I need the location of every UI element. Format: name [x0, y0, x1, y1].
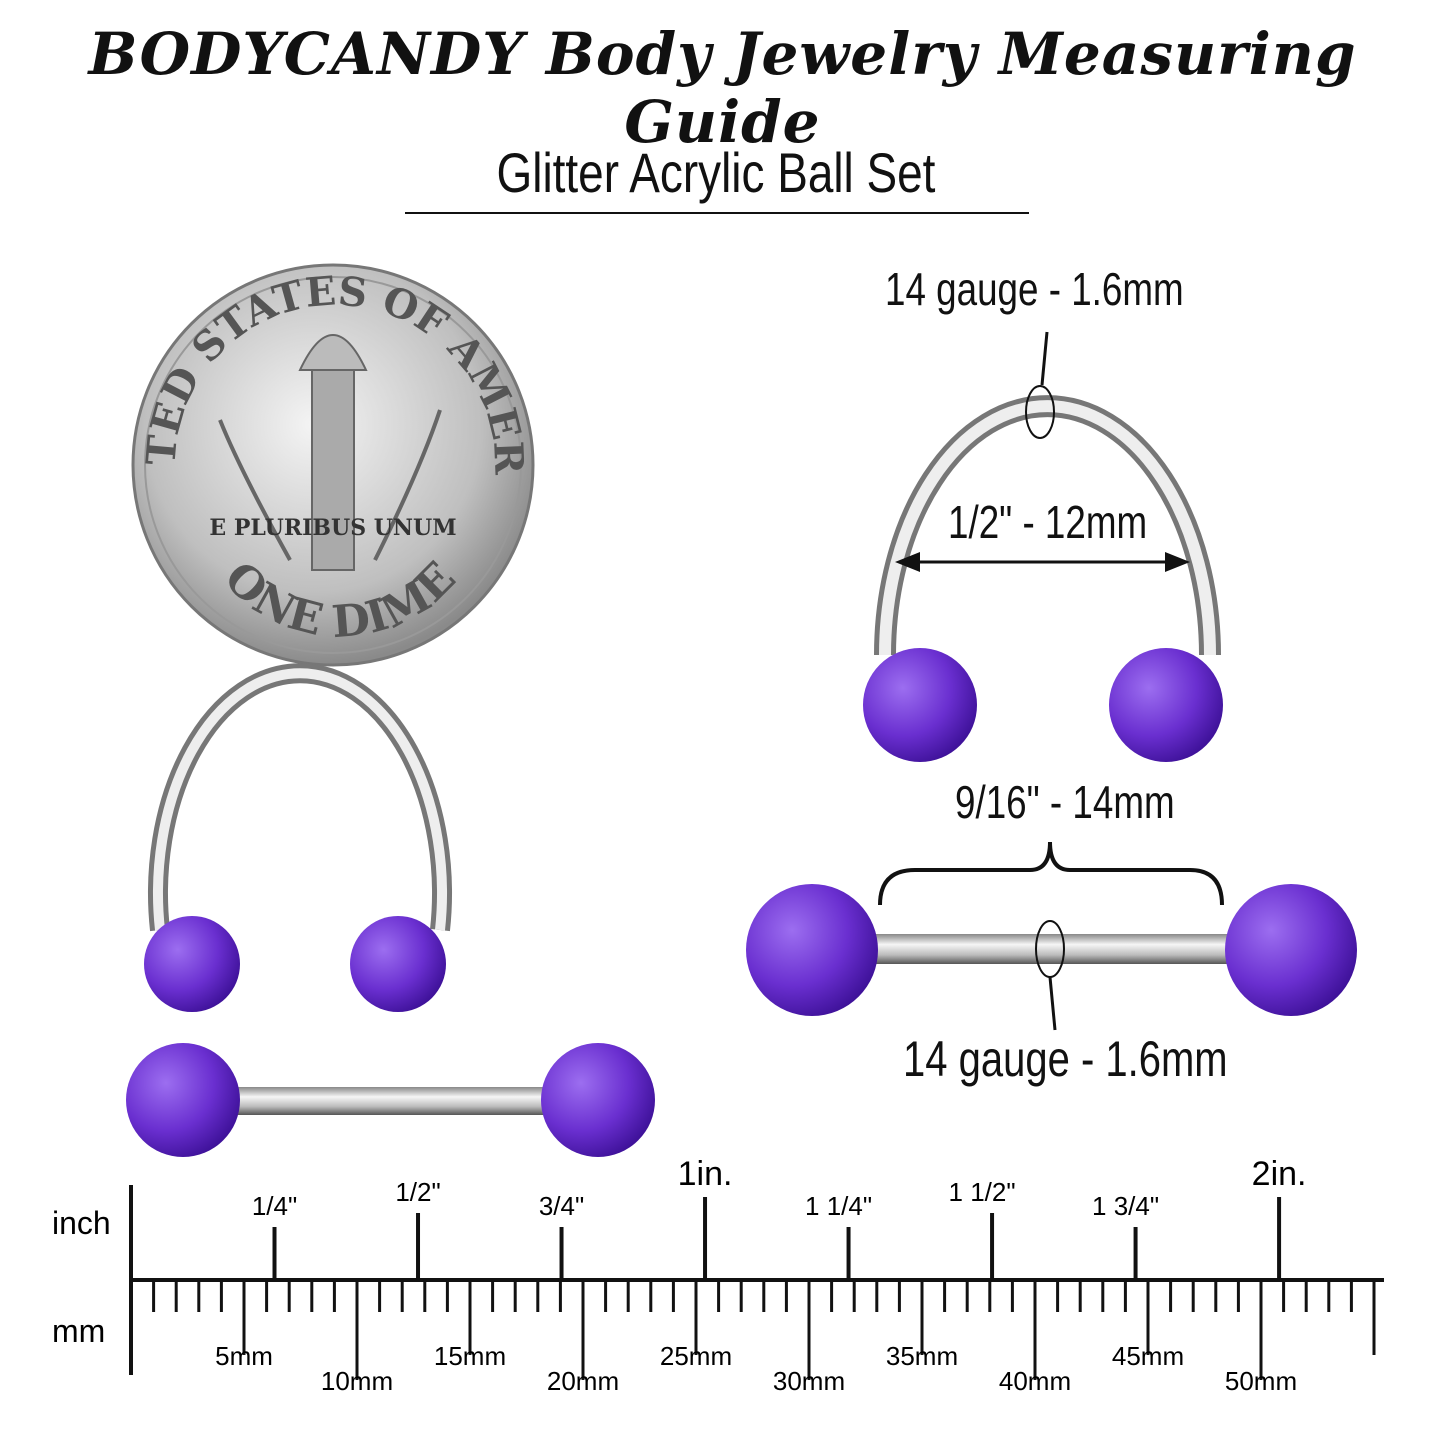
mm-tick-label: 45mm	[1112, 1341, 1184, 1371]
inch-tick-label: 3/4"	[539, 1191, 584, 1221]
dime-coin: UNITED STATES OF AMERICA ONE DIME E PLUR…	[0, 0, 535, 667]
horseshoe-large	[863, 331, 1223, 762]
inch-tick-label: 1/4"	[252, 1191, 297, 1221]
branch-icon	[218, 409, 442, 561]
mm-tick-label: 5mm	[215, 1341, 273, 1371]
mm-tick-label: 40mm	[999, 1366, 1071, 1396]
inch-tick-label: 1 1/4"	[805, 1191, 872, 1221]
mm-tick-label: 50mm	[1225, 1366, 1297, 1396]
inch-tick-label: 1/2"	[395, 1177, 440, 1207]
page-title: BODYCANDY Body Jewelry Measuring Guide	[88, 20, 1357, 156]
ruler-mm-label: mm	[52, 1313, 105, 1349]
coin-lettering-motto: E PLURIBUS UNUM	[209, 515, 456, 541]
ruler: inch mm 5mm 10mm 15mm 20mm 25mm 30mm 35mm 40mm 4…	[52, 1155, 1384, 1396]
barbell-gauge-label: 14 gauge - 1.6mm	[903, 1031, 1228, 1087]
ball	[1109, 648, 1223, 762]
ball	[350, 916, 446, 1012]
inch-tick-label: 1 1/2"	[949, 1177, 1016, 1207]
mm-tick-label: 15mm	[434, 1341, 506, 1371]
ball	[863, 648, 977, 762]
barbell-small	[126, 1043, 655, 1157]
inch-tick-label: 1in.	[678, 1155, 733, 1193]
ruler-inch-label: inch	[52, 1205, 111, 1241]
ball	[126, 1043, 240, 1157]
inch-tick-label: 2in.	[1252, 1155, 1307, 1193]
mm-tick-label: 20mm	[547, 1366, 619, 1396]
mm-tick-label: 25mm	[660, 1341, 732, 1371]
mm-tick-label: 30mm	[773, 1366, 845, 1396]
ball	[1225, 884, 1357, 1016]
mm-tick-label: 35mm	[886, 1341, 958, 1371]
horseshoe-diameter-label: 1/2" - 12mm	[948, 496, 1148, 548]
brace-icon	[878, 841, 1224, 906]
torch-icon	[311, 369, 355, 571]
ball	[144, 916, 240, 1012]
ball	[746, 884, 878, 1016]
mm-tick-label: 10mm	[321, 1366, 393, 1396]
product-subtitle: Glitter Acrylic Ball Set	[496, 141, 936, 204]
horseshoe-small	[144, 663, 452, 1012]
subtitle-underline	[405, 212, 1029, 214]
horseshoe-gauge-label: 14 gauge - 1.6mm	[885, 263, 1184, 315]
barbell-length-label: 9/16" - 14mm	[955, 776, 1175, 828]
barbell-large	[746, 841, 1357, 1031]
torch-flame-icon	[298, 334, 368, 371]
ball	[541, 1043, 655, 1157]
inch-tick-label: 1 3/4"	[1092, 1191, 1159, 1221]
